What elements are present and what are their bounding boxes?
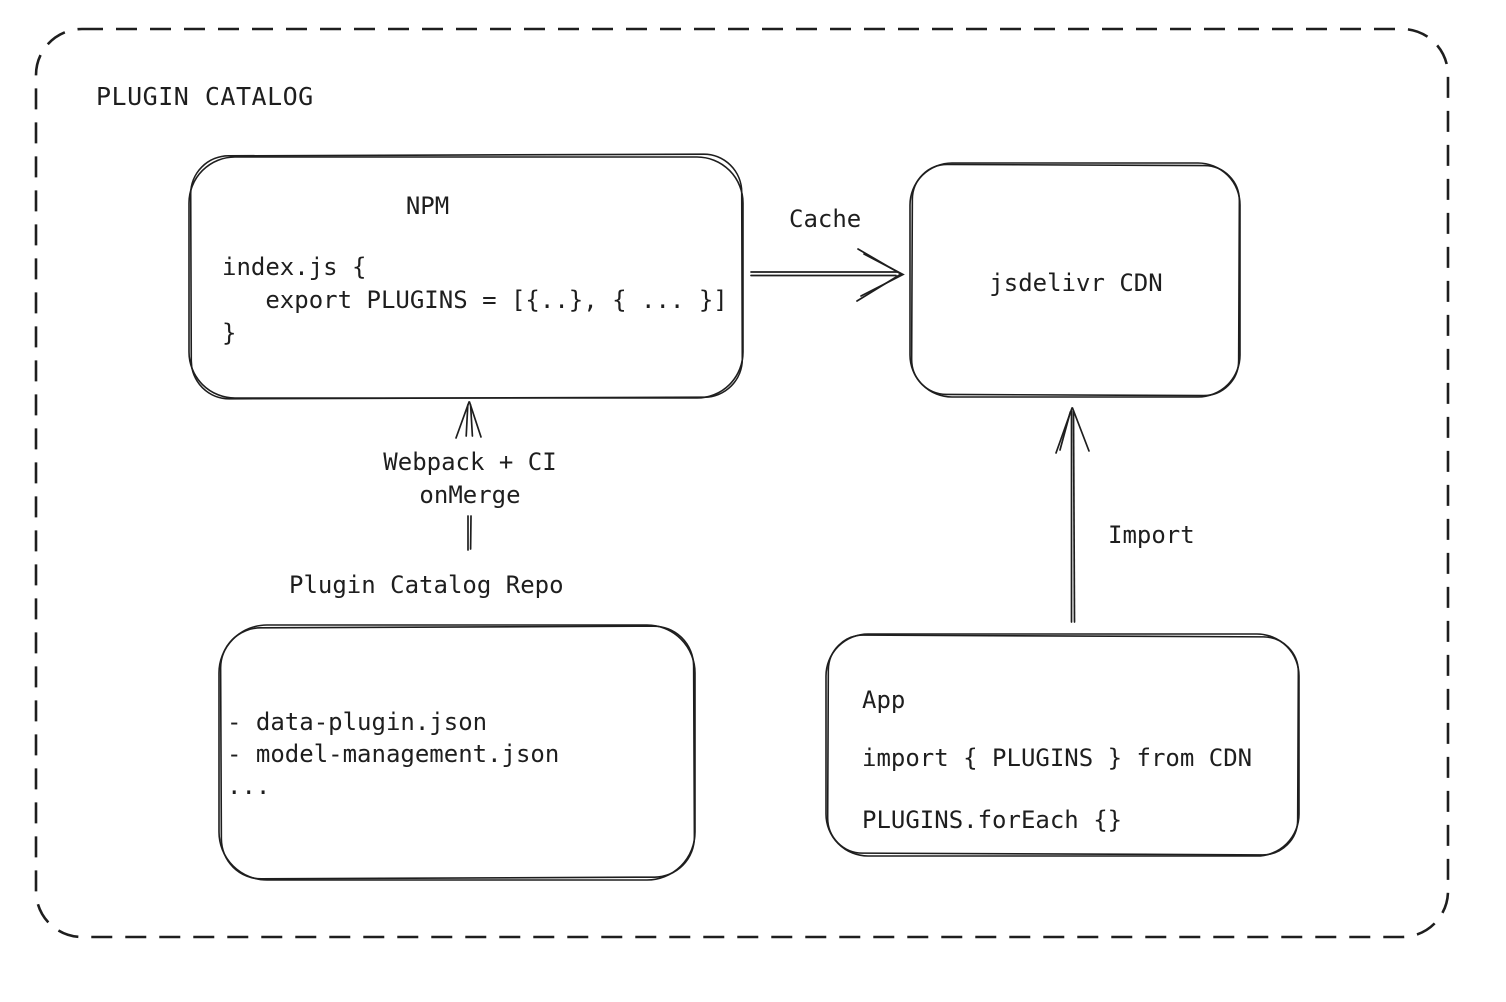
npm-box — [188, 153, 744, 400]
repo-box-title: Plugin Catalog Repo — [289, 571, 564, 599]
frame-title: PLUGIN CATALOG — [96, 82, 314, 111]
cdn-box-label: jsdelivr CDN — [989, 269, 1163, 297]
repo-file-list: - data-plugin.json - model-management.js… — [227, 708, 560, 800]
build-arrow-label: Webpack + CI onMerge — [383, 448, 557, 509]
app-box-title: App — [862, 686, 906, 714]
npm-box-code: index.js { export PLUGINS = [{..}, { ...… — [222, 253, 728, 347]
import-arrow-label: Import — [1108, 521, 1195, 549]
repo-box — [218, 624, 696, 881]
cache-arrow — [750, 248, 905, 302]
cdn-box — [909, 162, 1241, 398]
app-import-line: import { PLUGINS } from CDN — [862, 744, 1253, 772]
build-arrow — [455, 401, 482, 551]
app-box — [825, 633, 1300, 857]
cache-arrow-label: Cache — [789, 205, 862, 233]
npm-box-title: NPM — [405, 192, 450, 220]
import-arrow — [1055, 407, 1090, 623]
app-foreach-line: PLUGINS.forEach {} — [862, 806, 1123, 834]
plugin-catalog-frame — [34, 27, 1450, 939]
